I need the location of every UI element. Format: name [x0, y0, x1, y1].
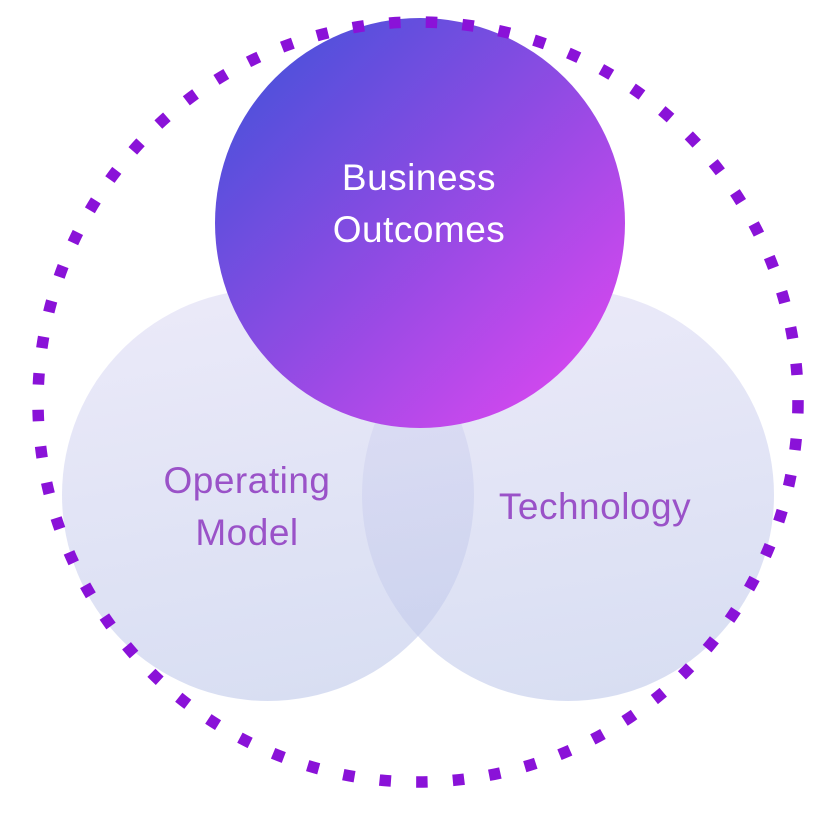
operating-model-label-line2: Model: [195, 512, 299, 553]
operating-model-label-line1: Operating: [163, 460, 331, 501]
operating-model-label: Operating Model: [164, 455, 331, 559]
business-outcomes-label-line2: Outcomes: [332, 209, 506, 250]
business-outcomes-label: Business Outcomes: [333, 152, 506, 256]
technology-label: Technology: [499, 481, 691, 533]
business-outcomes-label-line1: Business: [341, 157, 497, 198]
technology-label-line1: Technology: [498, 486, 692, 527]
